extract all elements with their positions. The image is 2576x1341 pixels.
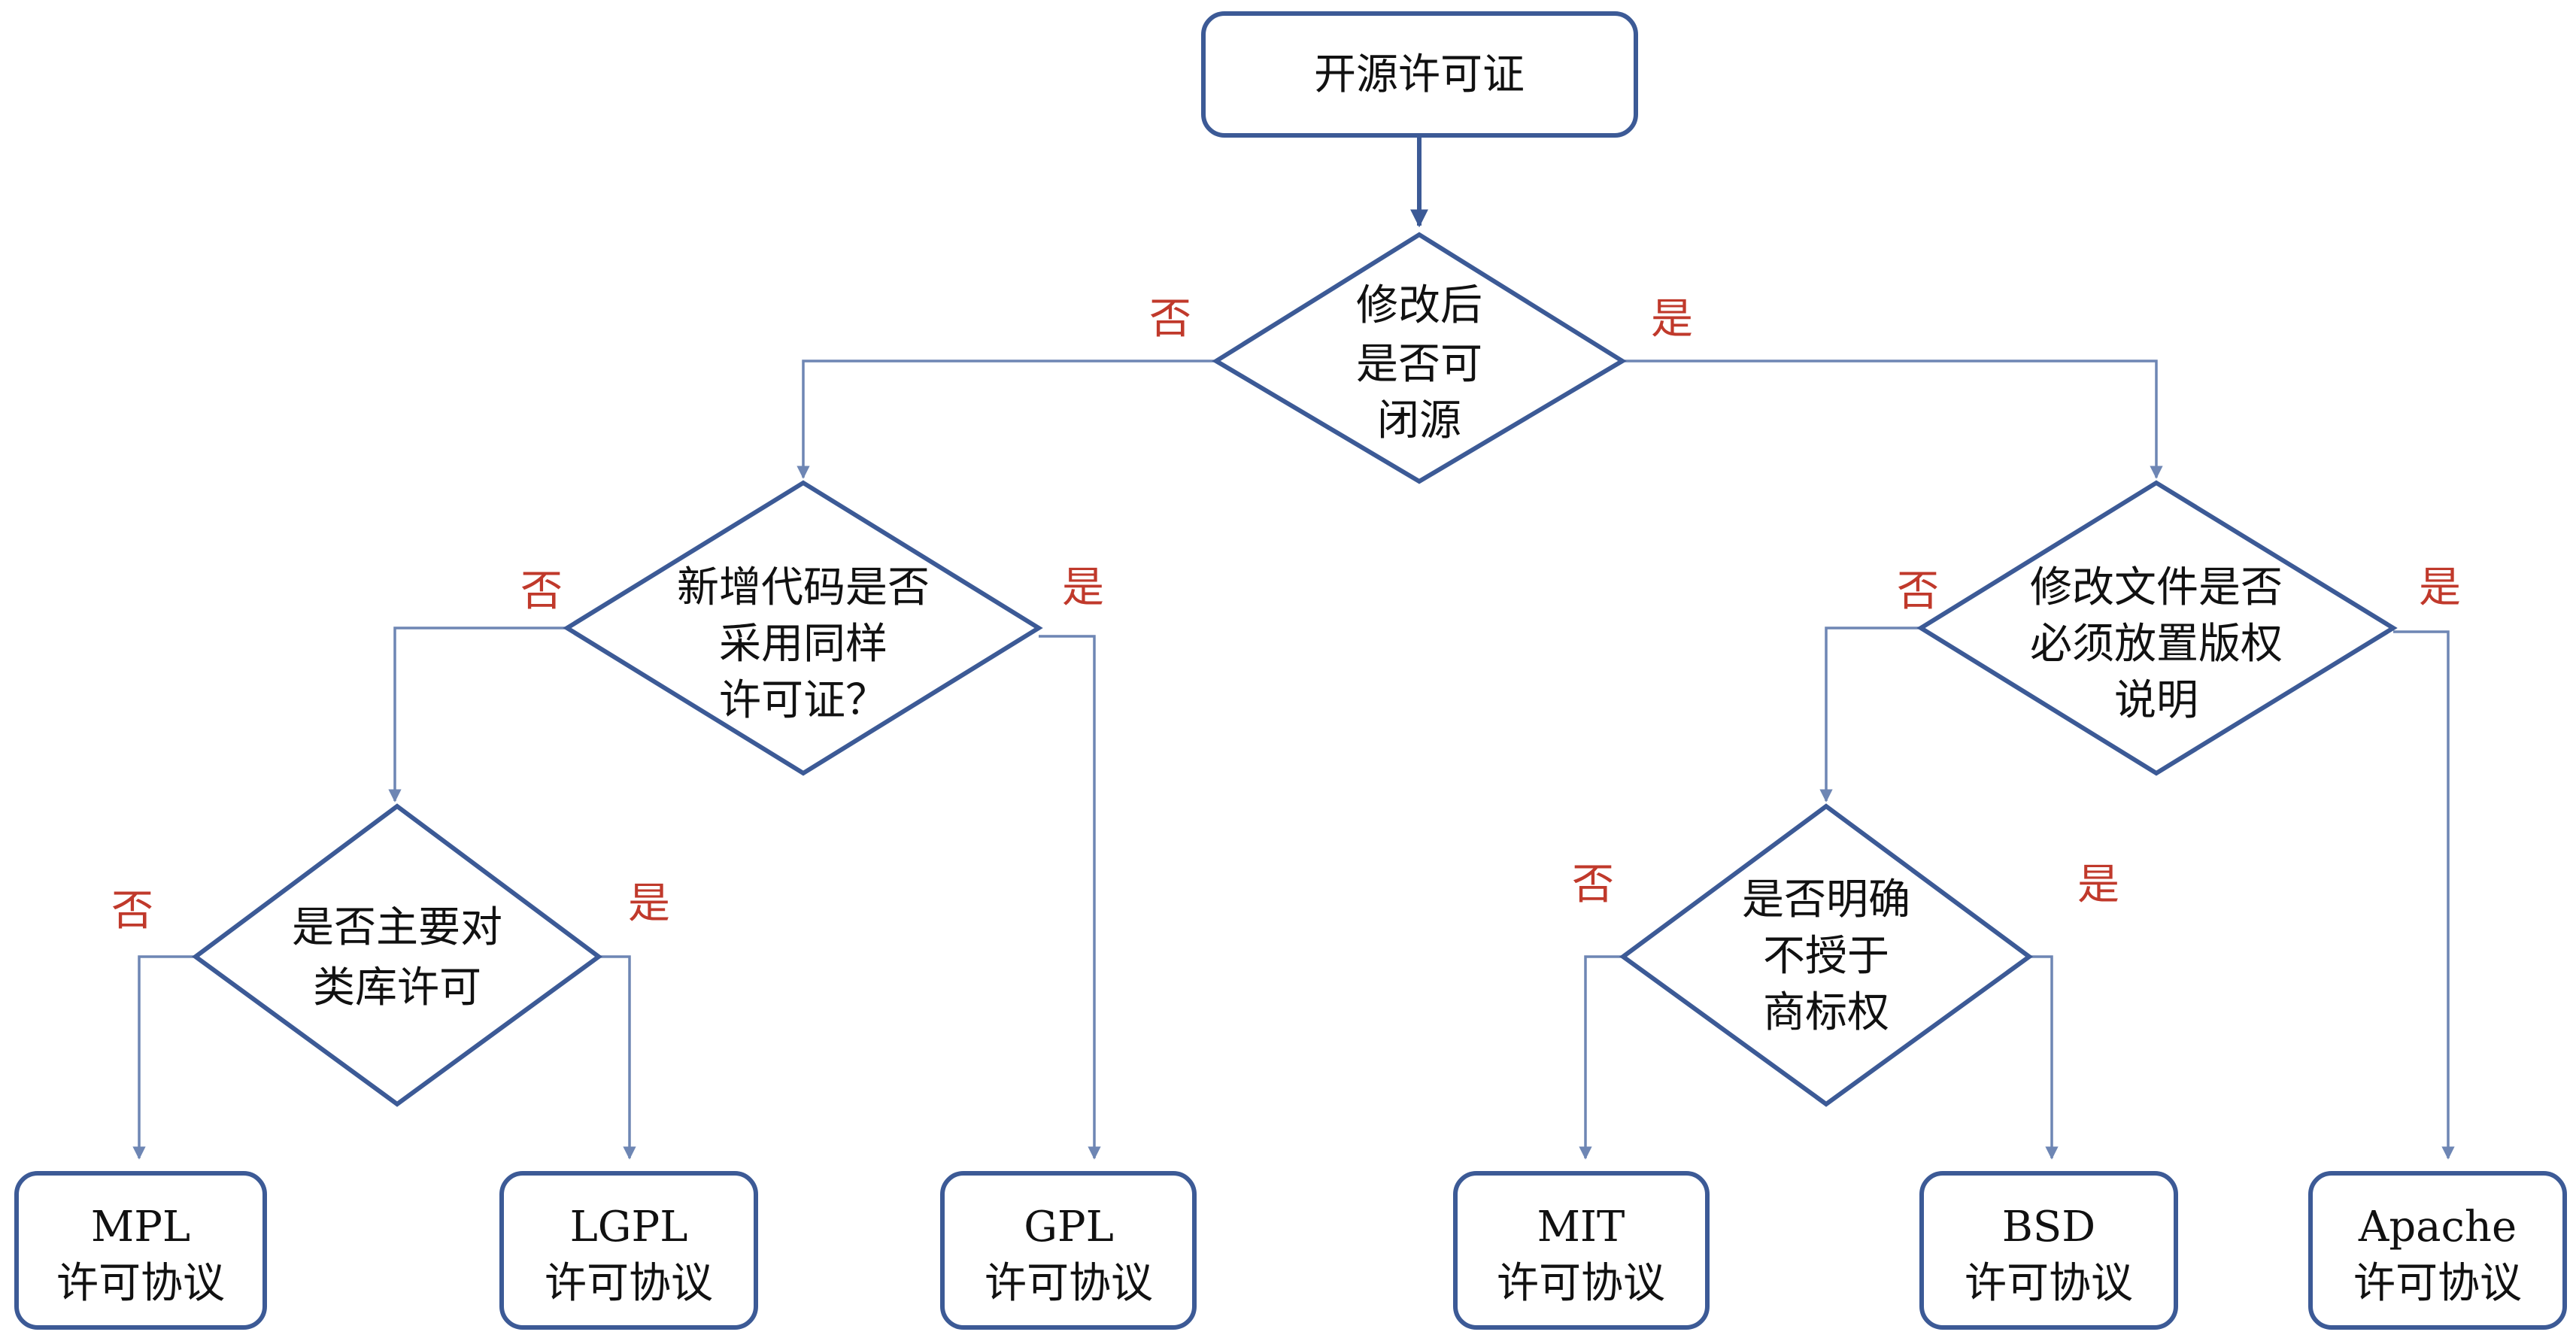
edge-newcode-no <box>388 627 567 802</box>
leaf-mit-label: 许可协议 <box>1497 1259 1665 1308</box>
leaf-gpl: GPL 许可协议 <box>940 1171 1197 1330</box>
label-lib-no: 否 <box>111 887 153 936</box>
leaf-bsd-name: BSD <box>2002 1203 2095 1251</box>
decision-new-code-line2: 采用同样 <box>719 620 887 669</box>
edge-labels: 否 是 否 是 否 是 否 是 否 是 <box>111 295 2461 936</box>
leaf-lgpl-label: 许可协议 <box>545 1259 713 1308</box>
edge-closed-yes <box>1622 360 2163 479</box>
decision-trademark-line2: 不授于 <box>1763 932 1889 981</box>
edge-closed-no <box>796 360 1216 479</box>
edge-lib-yes <box>599 955 636 1160</box>
leaf-bsd-label: 许可协议 <box>1965 1259 2133 1308</box>
decision-new-code-license: 新增代码是否 采用同样 许可证？ <box>563 480 1043 776</box>
decision-trademark-line3: 商标权 <box>1763 988 1889 1037</box>
leaf-gpl-name: GPL <box>1024 1203 1114 1251</box>
decision-library-license: 是否主要对 类库许可 <box>191 803 603 1107</box>
leaf-mpl-label: 许可协议 <box>56 1259 225 1308</box>
label-lib-yes: 是 <box>628 879 670 928</box>
decision-trademark: 是否明确 不授于 商标权 <box>1619 803 2034 1107</box>
node-root-text: 开源许可证 <box>1314 50 1525 99</box>
leaf-apache-name: Apache <box>2358 1203 2517 1251</box>
decision-file-copyright-line1: 修改文件是否 <box>2030 563 2283 612</box>
decision-closed-source-line3: 闭源 <box>1377 396 1461 445</box>
edge-tm-no <box>1579 955 1623 1160</box>
leaf-lgpl: LGPL 许可协议 <box>499 1171 758 1330</box>
leaf-mpl-name: MPL <box>91 1203 190 1251</box>
label-tm-yes: 是 <box>2077 860 2119 909</box>
label-newcode-no: 否 <box>520 567 563 616</box>
label-closed-no: 否 <box>1149 295 1191 344</box>
decision-new-code-line3: 许可证？ <box>719 676 887 725</box>
node-root: 开源许可证 <box>1201 11 1638 138</box>
leaf-mit: MIT 许可协议 <box>1453 1171 1710 1330</box>
decision-closed-source: 修改后 是否可 闭源 <box>1212 232 1627 484</box>
decision-closed-source-line2: 是否可 <box>1356 340 1482 389</box>
edge-tm-yes <box>2029 955 2059 1160</box>
label-file-no: 否 <box>1897 567 1939 616</box>
leaf-apache-label: 许可协议 <box>2353 1259 2522 1308</box>
edge-file-yes <box>2393 630 2455 1160</box>
label-closed-yes: 是 <box>1651 295 1693 344</box>
label-newcode-yes: 是 <box>1062 563 1104 612</box>
decision-trademark-line1: 是否明确 <box>1742 875 1910 924</box>
leaf-lgpl-name: LGPL <box>570 1203 688 1251</box>
label-tm-no: 否 <box>1572 860 1614 909</box>
edges <box>132 135 2455 1160</box>
leaf-apache: Apache 许可协议 <box>2308 1171 2567 1330</box>
decision-closed-source-line1: 修改后 <box>1356 281 1482 330</box>
leaf-gpl-label: 许可协议 <box>985 1259 1153 1308</box>
leaf-mit-name: MIT <box>1537 1203 1625 1251</box>
decision-file-copyright: 修改文件是否 必须放置版权 说明 <box>1916 480 2398 776</box>
decision-new-code-line1: 新增代码是否 <box>677 563 930 612</box>
decision-file-copyright-line2: 必须放置版权 <box>2030 620 2283 669</box>
decision-library-line1: 是否主要对 <box>292 903 502 952</box>
decision-library-line2: 类库许可 <box>313 963 481 1012</box>
edge-lib-no <box>132 955 196 1160</box>
leaf-bsd: BSD 许可协议 <box>1919 1171 2178 1330</box>
leaf-mpl: MPL 许可协议 <box>14 1171 267 1330</box>
edge-file-no <box>1819 627 1921 802</box>
label-file-yes: 是 <box>2419 563 2461 612</box>
decision-file-copyright-line3: 说明 <box>2114 676 2198 725</box>
edge-newcode-yes <box>1039 635 1101 1160</box>
